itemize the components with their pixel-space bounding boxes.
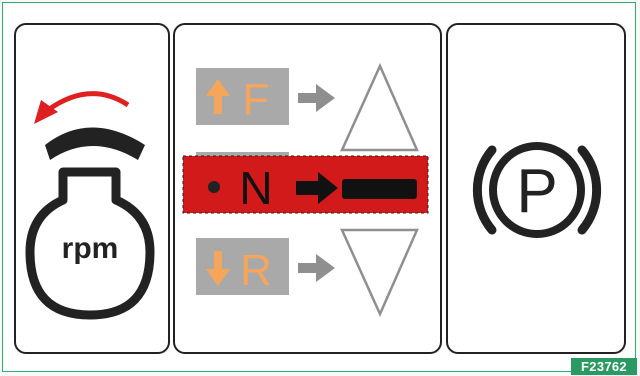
right-arrow-icon bbox=[298, 84, 335, 112]
curved-arrow-icon bbox=[34, 91, 130, 124]
triangle-down-icon bbox=[340, 228, 419, 318]
right-arrow-icon bbox=[296, 172, 338, 204]
triangle-up-icon bbox=[340, 62, 419, 152]
engine-knob-icon bbox=[25, 167, 155, 320]
neutral-dot bbox=[208, 181, 220, 193]
reverse-box bbox=[196, 238, 289, 295]
neutral-bar bbox=[342, 179, 417, 199]
forward-box bbox=[196, 68, 289, 125]
up-arrow-icon bbox=[206, 79, 230, 114]
reverse-letter: R bbox=[240, 246, 272, 295]
park-letter: P bbox=[516, 157, 557, 226]
down-arrow-icon bbox=[206, 251, 230, 286]
parking-brake-icon bbox=[472, 142, 602, 238]
rpm-label: rpm bbox=[62, 232, 119, 265]
throttle-arc-icon bbox=[45, 127, 145, 160]
right-arrow-icon bbox=[298, 254, 335, 282]
figure-code-badge: F23762 bbox=[571, 358, 637, 375]
forward-letter: F bbox=[243, 75, 270, 124]
neutral-letter: N bbox=[239, 162, 272, 214]
